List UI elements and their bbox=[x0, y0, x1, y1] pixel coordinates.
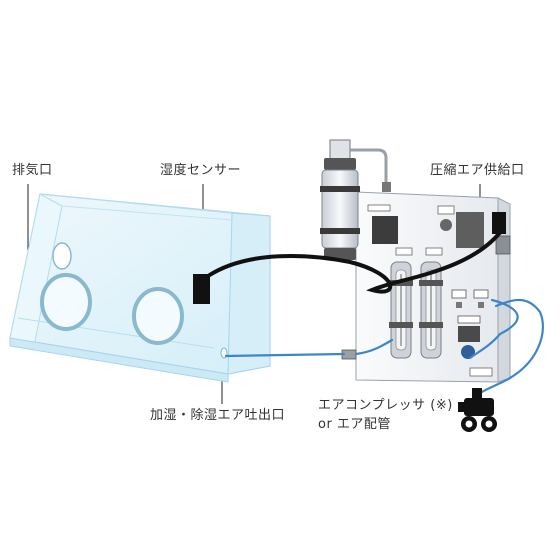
label-humid-outlet: 加湿・除湿エア吐出口 bbox=[150, 408, 286, 423]
exhaust-port-opening bbox=[52, 242, 72, 270]
power-lamp bbox=[461, 345, 475, 359]
label-compressed-air-port: 圧縮エア供給口 bbox=[430, 163, 525, 178]
air-compressor bbox=[458, 388, 497, 432]
control-unit bbox=[341, 191, 511, 383]
sensor-cable bbox=[206, 228, 504, 294]
flowmeter-left bbox=[389, 261, 413, 359]
humidity-sensor-body bbox=[193, 274, 210, 304]
humidifier-cylinder bbox=[320, 139, 391, 260]
glove-box bbox=[9, 193, 271, 383]
air-inlet-fitting bbox=[495, 235, 511, 255]
air-tubes bbox=[224, 298, 544, 394]
label-exhaust-port: 排気口 bbox=[12, 163, 53, 178]
label-air-compressor: エアコンプレッサ (※) or エア配管 bbox=[318, 396, 453, 434]
label-compressor-line2: or エア配管 bbox=[318, 417, 391, 432]
flowmeter-right bbox=[419, 261, 443, 359]
label-humidity-sensor: 湿度センサー bbox=[160, 163, 242, 178]
glove-port-left bbox=[40, 273, 92, 331]
label-compressor-line1: エアコンプレッサ (※) bbox=[318, 398, 453, 413]
glove-port-right bbox=[132, 287, 184, 345]
